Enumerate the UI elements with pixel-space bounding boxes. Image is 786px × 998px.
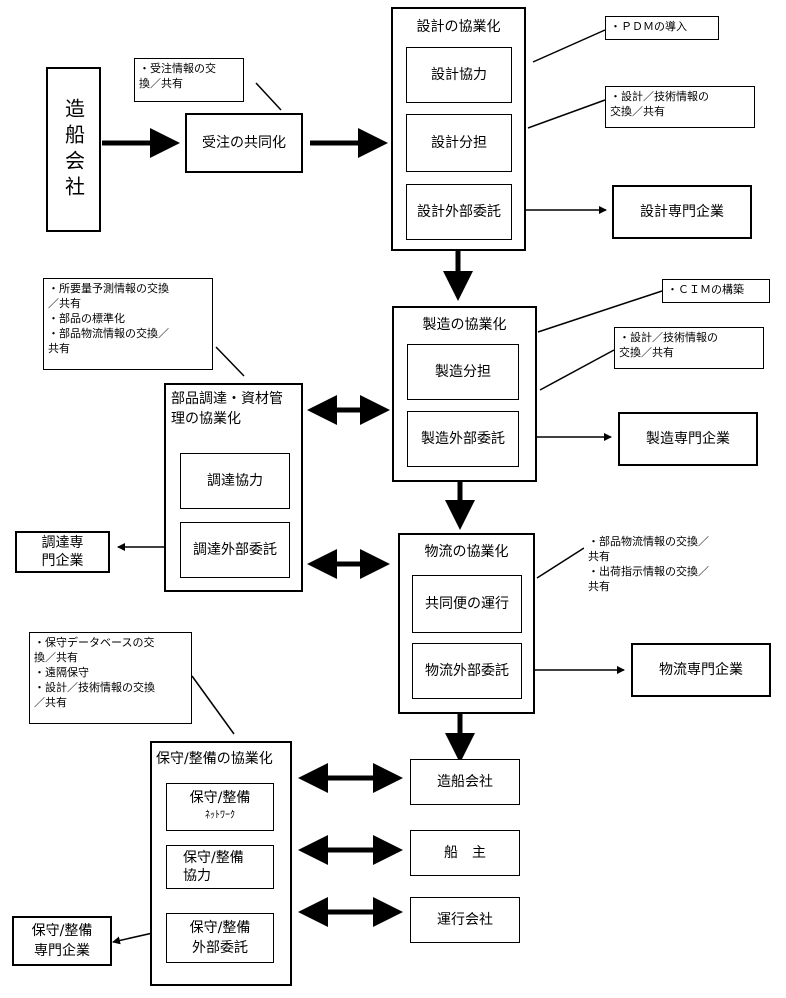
maintenance-note-line-1: ・保守データベースの交 — [34, 636, 155, 649]
design-info-note-line-1: ・設計／技術情報の — [610, 90, 709, 103]
maintenance-item-cooperation: 保守/整備 協力 — [166, 845, 274, 889]
procurement-item-outsourcing: 調達外部委託 — [180, 522, 290, 578]
order-title: 受注の共同化 — [202, 135, 286, 151]
maintenance-title: 保守/整備の協業化 — [156, 751, 273, 767]
procurement-note-line-5: 共有 — [48, 342, 70, 355]
design-item-sharing: 設計分担 — [406, 114, 512, 172]
partner-owner-label: 船 主 — [444, 845, 486, 861]
partner-owner-box: 船 主 — [410, 830, 520, 876]
logistics-note-line-1: ・部品物流情報の交換／ — [588, 535, 709, 548]
design-info-note-line-2: 交換／共有 — [610, 105, 665, 118]
leader-cim-note — [537, 290, 663, 333]
procurement-external-line-1: 調達専 — [41, 535, 84, 551]
design-info-note: ・設計／技術情報の 交換／共有 — [605, 86, 755, 128]
manufacturing-group: 製造の協業化 製造分担 製造外部委託 — [392, 306, 537, 482]
leader-logistics-note — [536, 547, 585, 579]
shipyard-label: 造船会社 — [61, 97, 86, 202]
logistics-note-line-3: ・出荷指示情報の交換／ — [588, 565, 709, 578]
manufacturing-info-note-line-1: ・設計／技術情報の — [619, 331, 718, 344]
partner-operator-label: 運行会社 — [437, 912, 493, 928]
leader-pdm-note — [532, 29, 606, 63]
manufacturing-item-sharing: 製造分担 — [407, 344, 519, 400]
leader-order-note — [255, 82, 282, 111]
procurement-external-line-2: 門企業 — [41, 553, 84, 569]
maintenance-external-line-2: 専門企業 — [34, 943, 90, 959]
procurement-title-line-1: 部品調達・資材管 — [171, 391, 283, 407]
manufacturing-external-label: 製造専門企業 — [646, 431, 730, 447]
procurement-note-line-3: ・部品の標準化 — [48, 312, 125, 325]
maintenance-external-line-1: 保守/整備 — [31, 923, 93, 939]
manufacturing-cim-note: ・ＣＩＭの構築 — [662, 279, 770, 303]
leader-procurement-note — [215, 346, 245, 377]
procurement-title: 部品調達・資材管 理の協業化 — [171, 389, 299, 429]
order-box: 受注の共同化 — [185, 113, 303, 173]
leader-design-info-note — [527, 99, 606, 129]
manufacturing-title: 製造の協業化 — [422, 317, 507, 333]
maintenance-item-cooperation-line-1: 保守/整備 — [183, 850, 244, 866]
procurement-note-line-1: ・所要量予測情報の交換 — [48, 282, 169, 295]
maintenance-item-network-line-1: 保守/整備 — [189, 790, 251, 806]
procurement-note-line-4: ・部品物流情報の交換／ — [48, 327, 169, 340]
partner-shipyard-box: 造船会社 — [410, 759, 520, 805]
procurement-external-box: 調達専 門企業 — [15, 531, 110, 573]
order-note-line-2: 換／共有 — [139, 77, 183, 90]
logistics-note: ・部品物流情報の交換／ 共有 ・出荷指示情報の交換／ 共有 — [584, 532, 746, 610]
maintenance-note-line-5: ／共有 — [34, 696, 67, 709]
logistics-title: 物流の協業化 — [424, 544, 509, 560]
design-external-box: 設計専門企業 — [612, 185, 752, 239]
design-item-outsourcing: 設計外部委託 — [406, 184, 512, 240]
shipyard-box: 造船会社 — [46, 67, 101, 232]
procurement-title-line-2: 理の協業化 — [171, 411, 241, 427]
maintenance-note-line-4: ・設計／技術情報の交換 — [34, 681, 155, 694]
design-item-cooperation: 設計協力 — [406, 47, 512, 103]
maintenance-item-network-line-2: ﾈｯﾄﾜｰｸ — [205, 810, 235, 821]
leader-maintenance-note — [191, 675, 235, 735]
manufacturing-info-note-line-2: 交換／共有 — [619, 346, 674, 359]
manufacturing-info-note: ・設計／技術情報の 交換／共有 — [614, 327, 764, 369]
maintenance-note-line-2: 換／共有 — [34, 651, 78, 664]
design-external-label: 設計専門企業 — [640, 204, 724, 220]
maintenance-item-cooperation-line-2: 協力 — [183, 868, 211, 884]
maintenance-item-outsourcing-line-1: 保守/整備 — [189, 920, 251, 936]
logistics-item-outsourcing: 物流外部委託 — [412, 643, 522, 699]
maintenance-external-box: 保守/整備 専門企業 — [12, 916, 112, 966]
manufacturing-item-outsourcing: 製造外部委託 — [407, 411, 519, 467]
logistics-group: 物流の協業化 共同便の運行 物流外部委託 — [398, 533, 535, 714]
logistics-external-box: 物流専門企業 — [631, 643, 771, 697]
partner-shipyard-label: 造船会社 — [437, 774, 493, 790]
maintenance-item-outsourcing-line-2: 外部委託 — [192, 940, 248, 956]
procurement-item-cooperation: 調達協力 — [180, 453, 290, 509]
order-note: ・受注情報の交 換／共有 — [134, 58, 244, 102]
design-pdm-note: ・ＰＤＭの導入 — [605, 16, 719, 40]
maintenance-note-line-3: ・遠隔保守 — [34, 666, 89, 679]
logistics-external-label: 物流専門企業 — [659, 662, 743, 678]
order-note-line-1: ・受注情報の交 — [139, 62, 216, 75]
maintenance-item-network: 保守/整備 ﾈｯﾄﾜｰｸ — [166, 783, 274, 831]
procurement-note-line-2: ／共有 — [48, 297, 81, 310]
maintenance-item-outsourcing: 保守/整備 外部委託 — [166, 913, 274, 963]
maintenance-note: ・保守データベースの交 換／共有 ・遠隔保守 ・設計／技術情報の交換 ／共有 — [29, 632, 192, 724]
logistics-note-line-4: 共有 — [588, 580, 610, 593]
procurement-group: 部品調達・資材管 理の協業化 調達協力 調達外部委託 — [164, 383, 303, 592]
manufacturing-cim-note-text: ・ＣＩＭの構築 — [667, 283, 744, 296]
design-group: 設計の協業化 設計協力 設計分担 設計外部委託 — [391, 7, 526, 251]
logistics-note-line-2: 共有 — [588, 550, 610, 563]
design-pdm-note-text: ・ＰＤＭの導入 — [610, 20, 687, 33]
manufacturing-external-box: 製造専門企業 — [618, 412, 758, 466]
logistics-item-joint-service: 共同便の運行 — [412, 575, 522, 633]
partner-operator-box: 運行会社 — [410, 897, 520, 943]
design-title: 設計の協業化 — [416, 19, 501, 35]
maintenance-group: 保守/整備の協業化 保守/整備 ﾈｯﾄﾜｰｸ 保守/整備 協力 保守/整備 外部… — [150, 741, 292, 986]
procurement-note: ・所要量予測情報の交換 ／共有 ・部品の標準化 ・部品物流情報の交換／ 共有 — [43, 278, 213, 370]
leader-mfg-info-note — [539, 349, 615, 391]
